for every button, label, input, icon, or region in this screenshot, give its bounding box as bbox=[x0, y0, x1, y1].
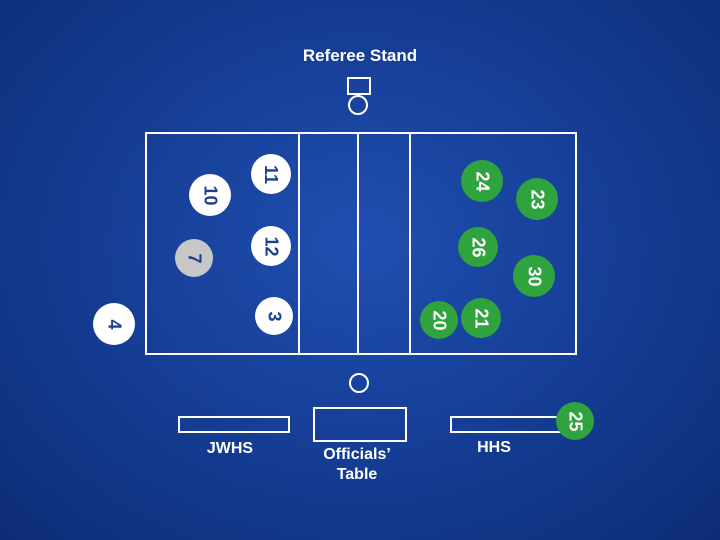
player-3: 3 bbox=[255, 297, 293, 335]
player-23: 23 bbox=[516, 178, 558, 220]
diagram-title: Referee Stand bbox=[302, 46, 418, 65]
player-7: 7 bbox=[175, 239, 213, 277]
center-line bbox=[357, 132, 359, 355]
player-30: 30 bbox=[513, 255, 555, 297]
player-21: 21 bbox=[461, 298, 501, 338]
jwhs-bench bbox=[178, 416, 290, 433]
player-12: 12 bbox=[251, 226, 291, 266]
officials-table bbox=[313, 407, 407, 442]
officials-table-label-line2: Table bbox=[336, 466, 378, 483]
attack-line-right bbox=[409, 132, 411, 355]
player-25: 25 bbox=[556, 402, 594, 440]
second-referee-marker bbox=[349, 373, 369, 393]
attack-line-left bbox=[298, 132, 300, 355]
jwhs-label: JWHS bbox=[206, 440, 254, 457]
referee-stand bbox=[347, 77, 371, 95]
officials-table-label-line1: Officials’ bbox=[323, 446, 391, 463]
player-10: 10 bbox=[189, 174, 231, 216]
player-20: 20 bbox=[420, 301, 458, 339]
first-referee-marker bbox=[348, 95, 368, 115]
hhs-bench bbox=[450, 416, 566, 433]
player-26: 26 bbox=[458, 227, 498, 267]
player-11: 11 bbox=[251, 154, 291, 194]
player-24: 24 bbox=[461, 160, 503, 202]
court-outline bbox=[145, 132, 577, 355]
hhs-label: HHS bbox=[477, 439, 511, 456]
player-4: 4 bbox=[93, 303, 135, 345]
